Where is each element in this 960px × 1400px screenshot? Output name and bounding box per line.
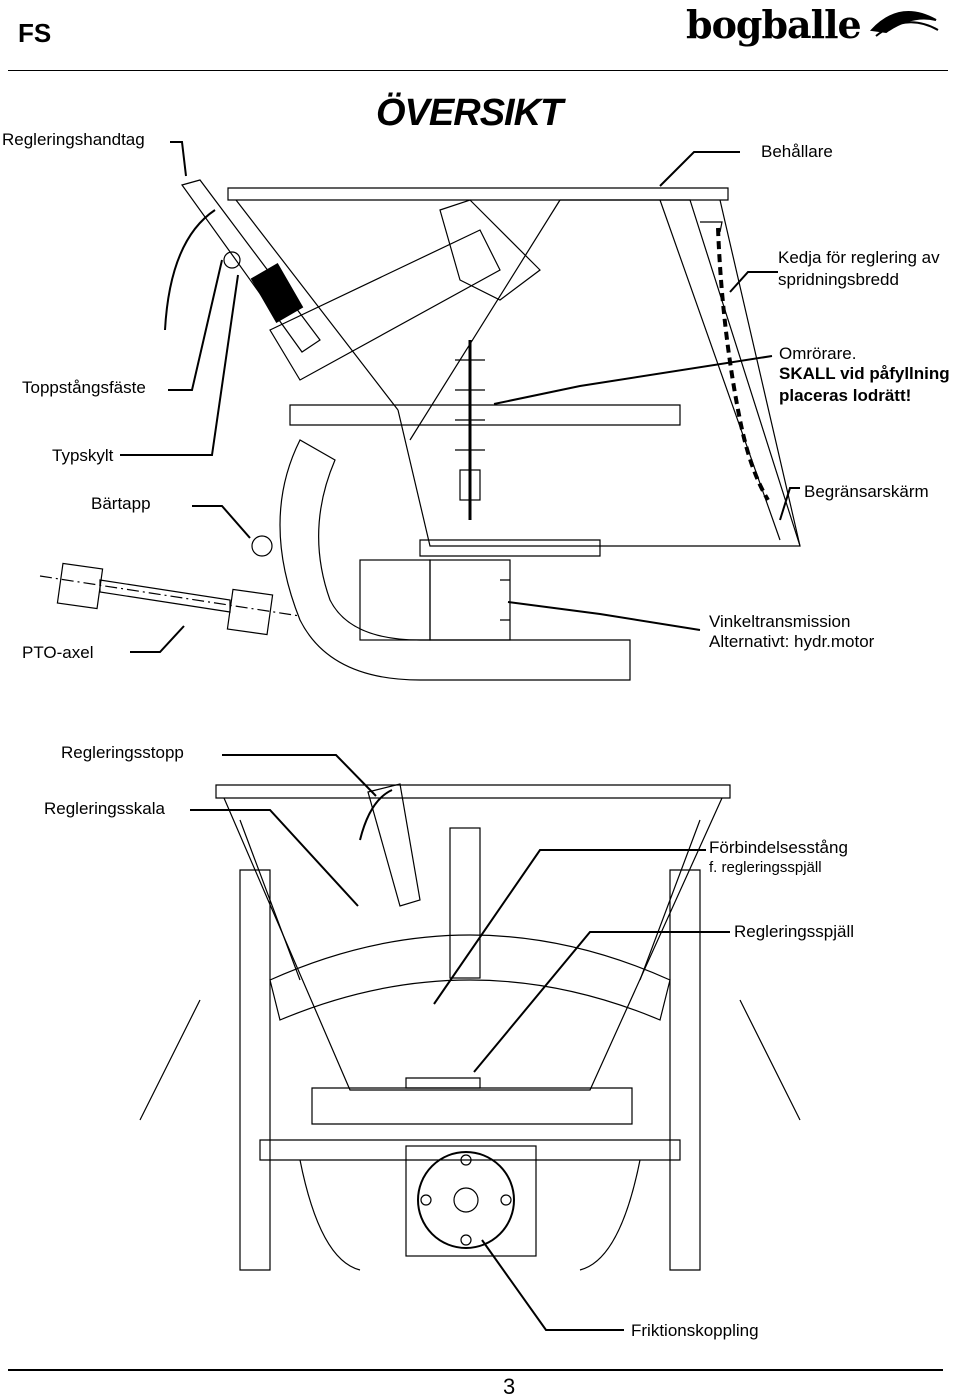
label-regleringsspjall: Regleringsspjäll bbox=[734, 922, 855, 941]
page-title: ÖVERSIKT bbox=[376, 92, 563, 134]
label-begransarskarm: Begränsarskärm bbox=[804, 482, 929, 501]
label-pto-axel: PTO-axel bbox=[22, 643, 94, 662]
bogballe-logo: bogballe bbox=[686, 2, 862, 47]
label-behallare: Behållare bbox=[761, 142, 833, 161]
section-code: FS bbox=[18, 18, 52, 48]
label-bartapp: Bärtapp bbox=[91, 494, 151, 513]
label-typskylt: Typskylt bbox=[52, 446, 114, 465]
page-number: 3 bbox=[503, 1374, 516, 1399]
label-forbindel-1: Förbindelsesstång bbox=[709, 838, 848, 857]
label-vinkel-2: Alternativt: hydr.motor bbox=[709, 632, 875, 651]
header-rule bbox=[8, 70, 948, 71]
label-kedja-1: Kedja för reglering av bbox=[778, 248, 940, 267]
label-omrorare-1: Omrörare. bbox=[779, 344, 857, 363]
upper-side-view bbox=[39, 141, 801, 681]
label-regleringsstopp: Regleringsstopp bbox=[61, 743, 184, 762]
label-regleringsskala: Regleringsskala bbox=[44, 799, 165, 818]
logo-swoosh-icon bbox=[869, 11, 939, 37]
label-forbindel-2: f. regleringsspjäll bbox=[709, 859, 822, 876]
label-kedja-2: spridningsbredd bbox=[778, 270, 899, 289]
footer-rule bbox=[8, 1369, 943, 1371]
lower-rear-view bbox=[139, 754, 801, 1331]
label-toppstangsfaste: Toppstångsfäste bbox=[22, 378, 146, 397]
label-omrorare-2: SKALL vid påfyllning bbox=[779, 364, 950, 383]
label-friktionskoppling: Friktionskoppling bbox=[631, 1321, 759, 1340]
label-omrorare-3: placeras lodrätt! bbox=[779, 386, 912, 405]
label-regleringshandtag: Regleringshandtag bbox=[2, 130, 145, 149]
pto-shaft-icon bbox=[39, 562, 301, 636]
label-vinkel-1: Vinkeltransmission bbox=[709, 612, 851, 631]
